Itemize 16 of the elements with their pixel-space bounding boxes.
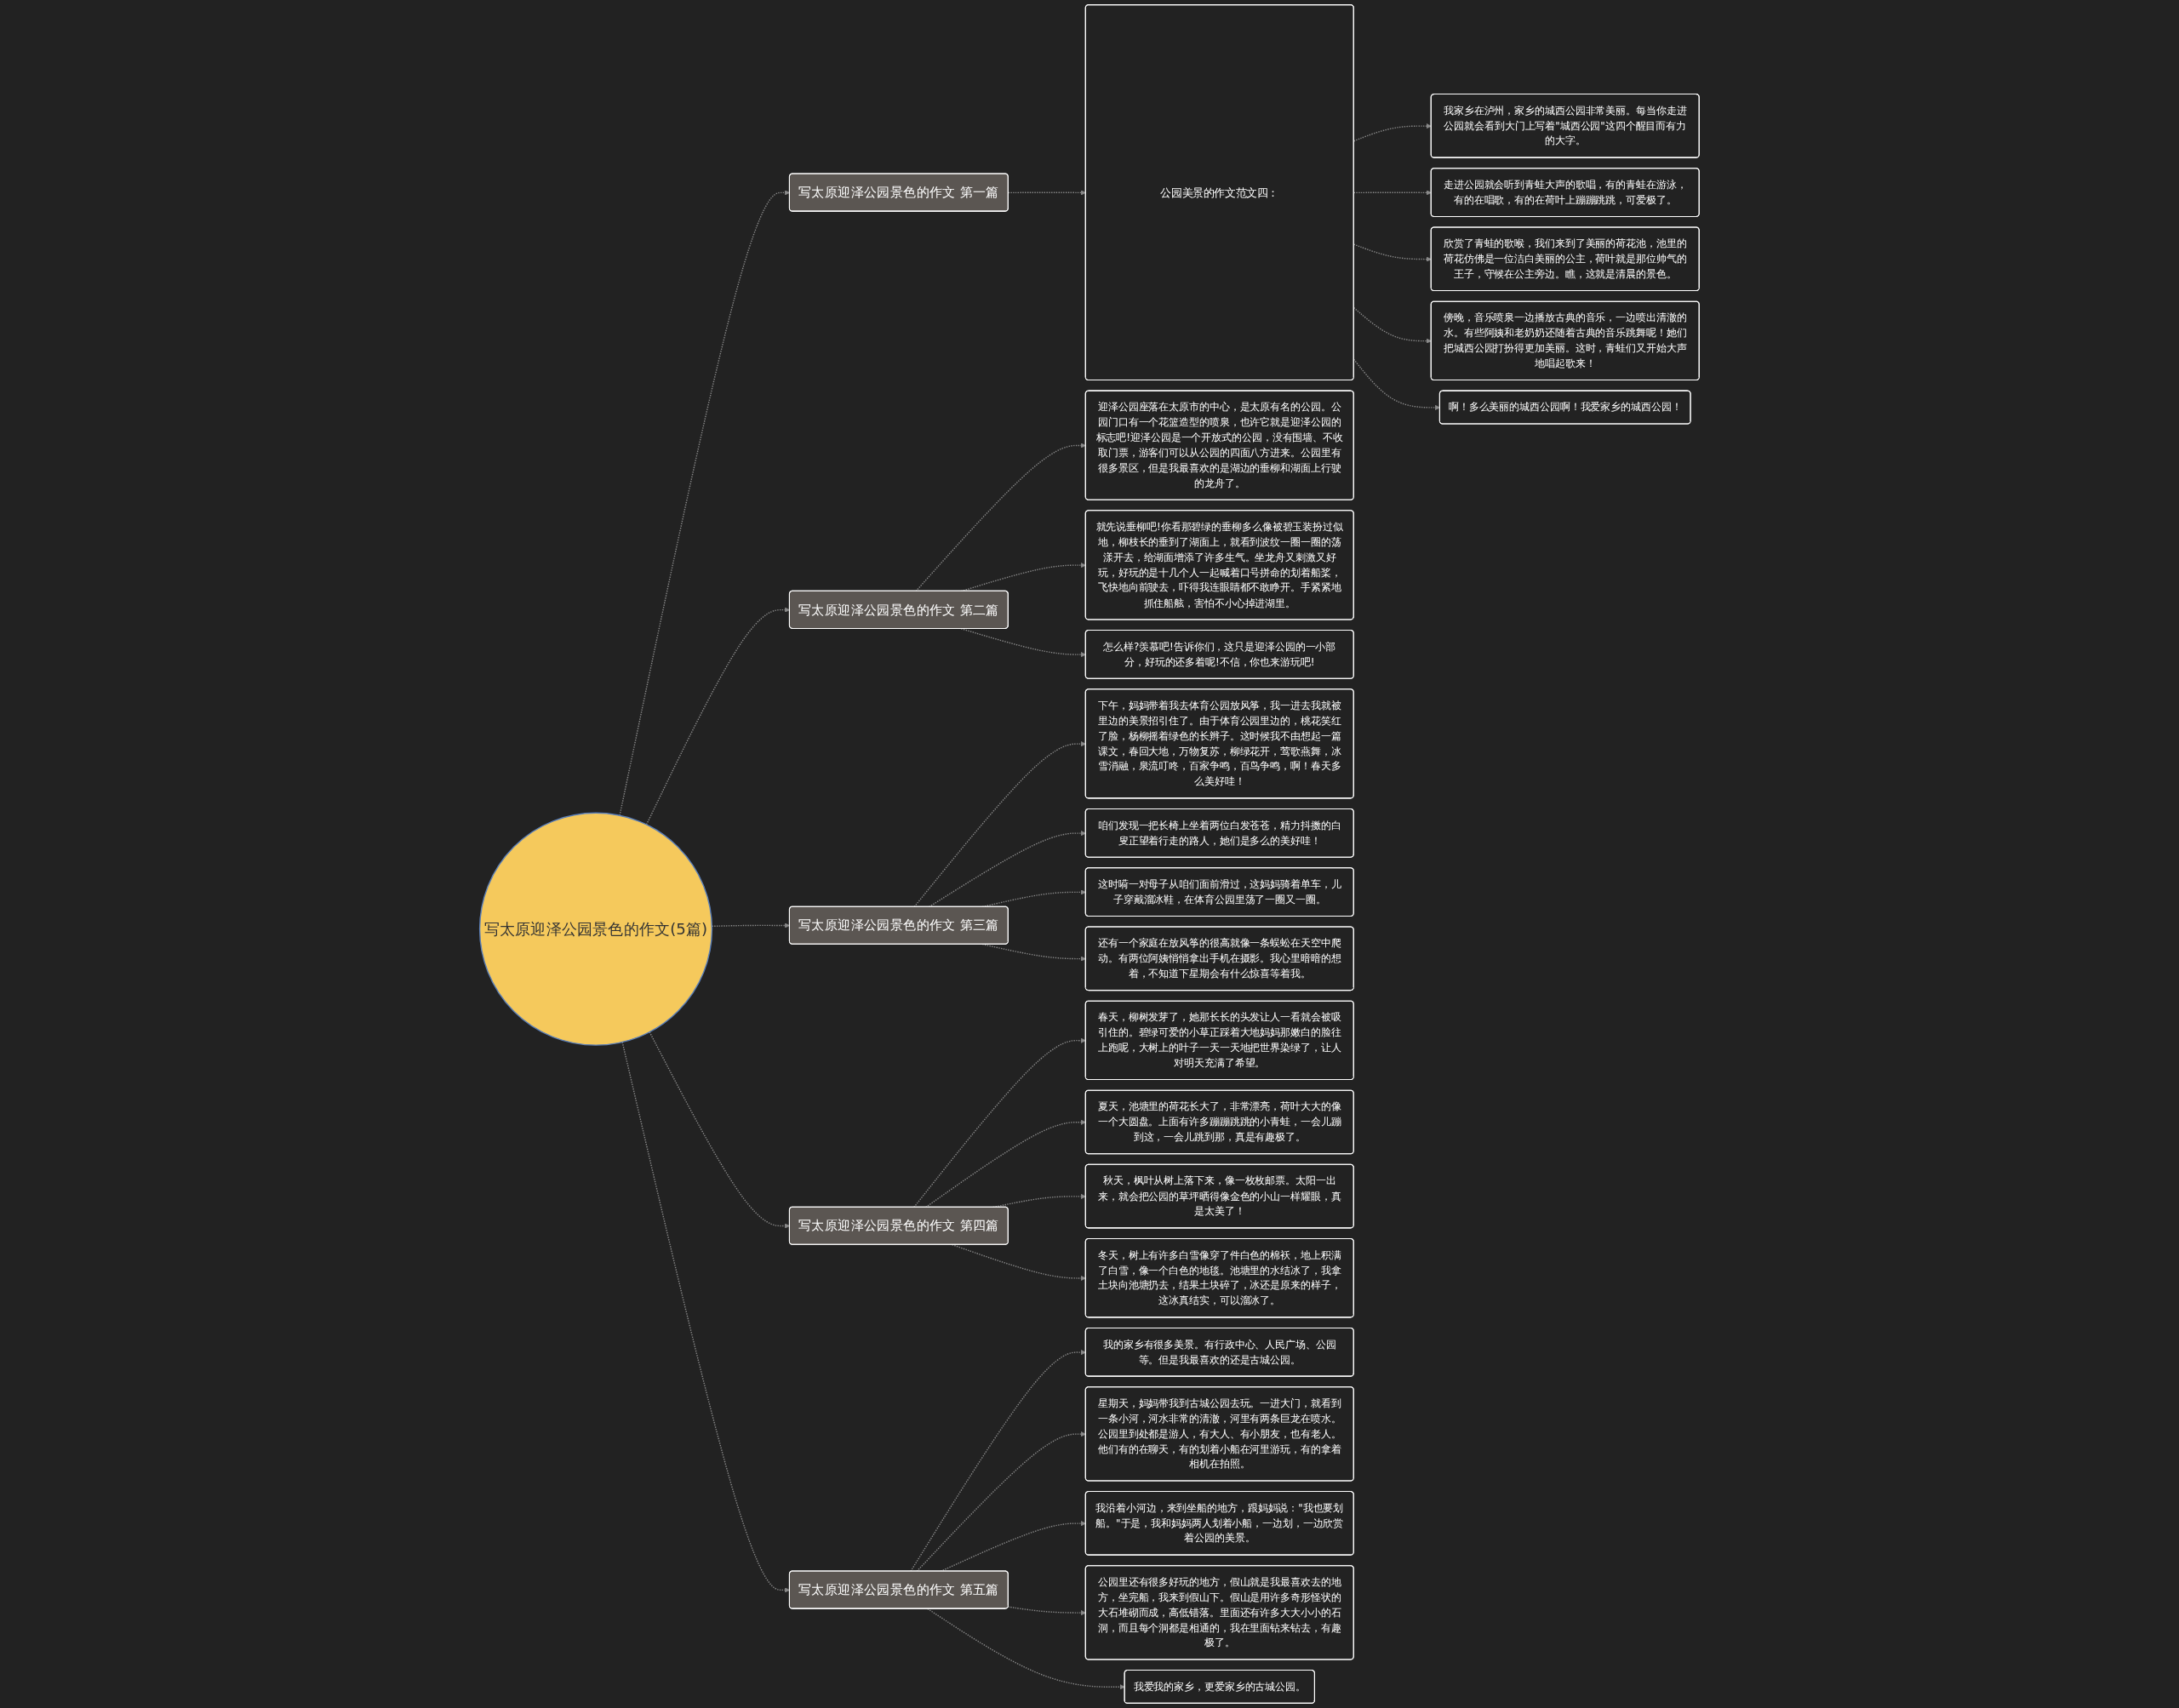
arrow: [1353, 190, 1432, 196]
arrow: [916, 1431, 1086, 1573]
arrow: [913, 741, 1086, 908]
arrow: [1008, 190, 1086, 196]
arrow: [915, 443, 1086, 592]
arrow: [910, 1350, 1086, 1573]
arrow: [929, 831, 1086, 908]
arrow: [925, 1119, 1086, 1208]
arrow: [960, 628, 1086, 658]
arrow: [927, 1608, 1125, 1690]
arrow: [1353, 306, 1432, 344]
arrow: [913, 1037, 1086, 1208]
arrow: [952, 1243, 1086, 1282]
node-circle: 写太原迎泽公园景色的作文(5篇): [479, 812, 713, 1046]
arrow: [1353, 243, 1432, 262]
arrow: [1353, 123, 1432, 142]
